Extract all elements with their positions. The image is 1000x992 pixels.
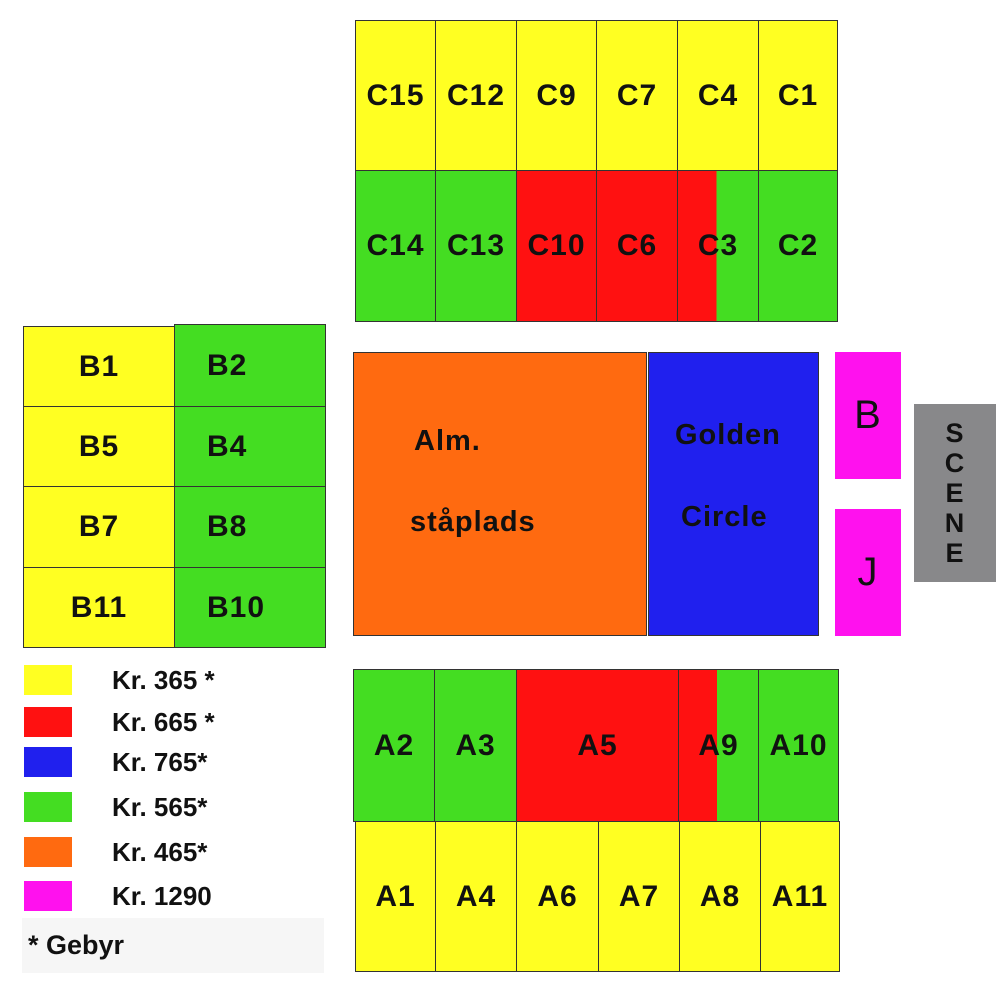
section-c4[interactable]: C4 — [677, 20, 759, 171]
stage-letter: S — [945, 418, 965, 448]
section-b4[interactable]: B4 — [174, 406, 326, 487]
stage: S C E N E — [914, 404, 996, 582]
stage-letter: E — [945, 478, 965, 508]
section-c14[interactable]: C14 — [355, 170, 436, 322]
stage-letter: E — [945, 538, 965, 568]
section-a5[interactable]: A5 — [516, 669, 679, 822]
legend-item: Kr. 565* — [24, 791, 207, 823]
section-b2[interactable]: B2 — [174, 324, 326, 407]
legend-label: Kr. 465* — [112, 836, 208, 867]
legend-swatch-orange — [24, 837, 72, 867]
section-front-b[interactable]: B — [835, 352, 901, 479]
legend-swatch-pink — [24, 881, 72, 911]
legend-swatch-red — [24, 707, 72, 737]
section-a10[interactable]: A10 — [758, 669, 839, 822]
legend-item: Kr. 665 * — [24, 706, 215, 738]
standing-label-line1: Alm. — [414, 425, 481, 457]
section-a1[interactable]: A1 — [355, 821, 436, 972]
section-a11[interactable]: A11 — [760, 821, 840, 972]
section-c7[interactable]: C7 — [596, 20, 678, 171]
section-b8[interactable]: B8 — [174, 486, 326, 568]
section-c15[interactable]: C15 — [355, 20, 436, 171]
section-a9[interactable]: A9 — [678, 669, 759, 822]
section-a3[interactable]: A3 — [434, 669, 517, 822]
section-a6[interactable]: A6 — [516, 821, 599, 972]
section-b7[interactable]: B7 — [23, 486, 175, 568]
section-c10[interactable]: C10 — [516, 170, 597, 322]
section-general-standing[interactable]: Alm. ståplads — [353, 352, 647, 636]
standing-label-line2: ståplads — [410, 506, 536, 538]
legend-label: Kr. 1290 — [112, 880, 212, 911]
section-a8[interactable]: A8 — [679, 821, 761, 972]
section-b11[interactable]: B11 — [23, 567, 175, 648]
legend-item: Kr. 365 * — [24, 664, 215, 696]
section-c6[interactable]: C6 — [596, 170, 678, 322]
legend-label: Kr. 365 * — [112, 664, 215, 695]
fee-footnote: * Gebyr — [22, 918, 324, 973]
section-b5[interactable]: B5 — [23, 406, 175, 487]
legend-item: Kr. 1290 — [24, 880, 212, 912]
legend-label: Kr. 665 * — [112, 706, 215, 737]
stage-letter: C — [944, 448, 966, 478]
legend-item: Kr. 465* — [24, 836, 207, 868]
section-c12[interactable]: C12 — [435, 20, 517, 171]
section-front-j[interactable]: J — [835, 509, 901, 636]
section-a7[interactable]: A7 — [598, 821, 680, 972]
section-a4[interactable]: A4 — [435, 821, 517, 972]
legend-label: Kr. 565* — [112, 791, 208, 822]
section-a2[interactable]: A2 — [353, 669, 435, 822]
section-c1[interactable]: C1 — [758, 20, 838, 171]
legend-swatch-yellow — [24, 665, 72, 695]
legend-item: Kr. 765* — [24, 746, 207, 778]
section-b10[interactable]: B10 — [174, 567, 326, 648]
section-c2[interactable]: C2 — [758, 170, 838, 322]
stage-letter: N — [944, 508, 966, 538]
section-golden-circle[interactable]: Golden Circle — [648, 352, 819, 636]
section-c3[interactable]: C3 — [677, 170, 759, 322]
section-c13[interactable]: C13 — [435, 170, 517, 322]
legend-swatch-blue — [24, 747, 72, 777]
legend-label: Kr. 765* — [112, 746, 208, 777]
legend-swatch-green — [24, 792, 72, 822]
section-b1[interactable]: B1 — [23, 326, 175, 407]
golden-circle-label-line1: Golden — [675, 419, 781, 451]
golden-circle-label-line2: Circle — [681, 501, 768, 533]
section-c9[interactable]: C9 — [516, 20, 597, 171]
